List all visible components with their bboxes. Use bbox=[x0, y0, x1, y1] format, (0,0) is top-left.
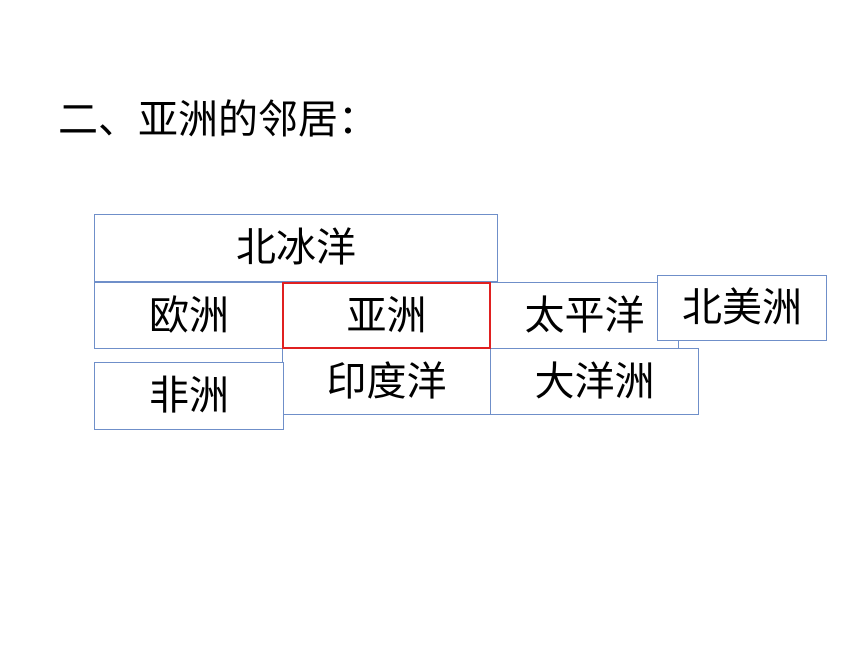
box-africa: 非洲 bbox=[94, 362, 284, 430]
box-europe: 欧洲 bbox=[94, 282, 284, 349]
box-indian-ocean: 印度洋 bbox=[282, 348, 491, 415]
box-arctic-ocean: 北冰洋 bbox=[94, 214, 498, 282]
box-pacific-ocean: 太平洋 bbox=[490, 282, 679, 349]
box-oceania: 大洋洲 bbox=[490, 348, 699, 415]
page-title: 二、亚洲的邻居： bbox=[58, 97, 378, 143]
box-asia: 亚洲 bbox=[282, 282, 491, 349]
box-north-america: 北美洲 bbox=[657, 275, 827, 341]
